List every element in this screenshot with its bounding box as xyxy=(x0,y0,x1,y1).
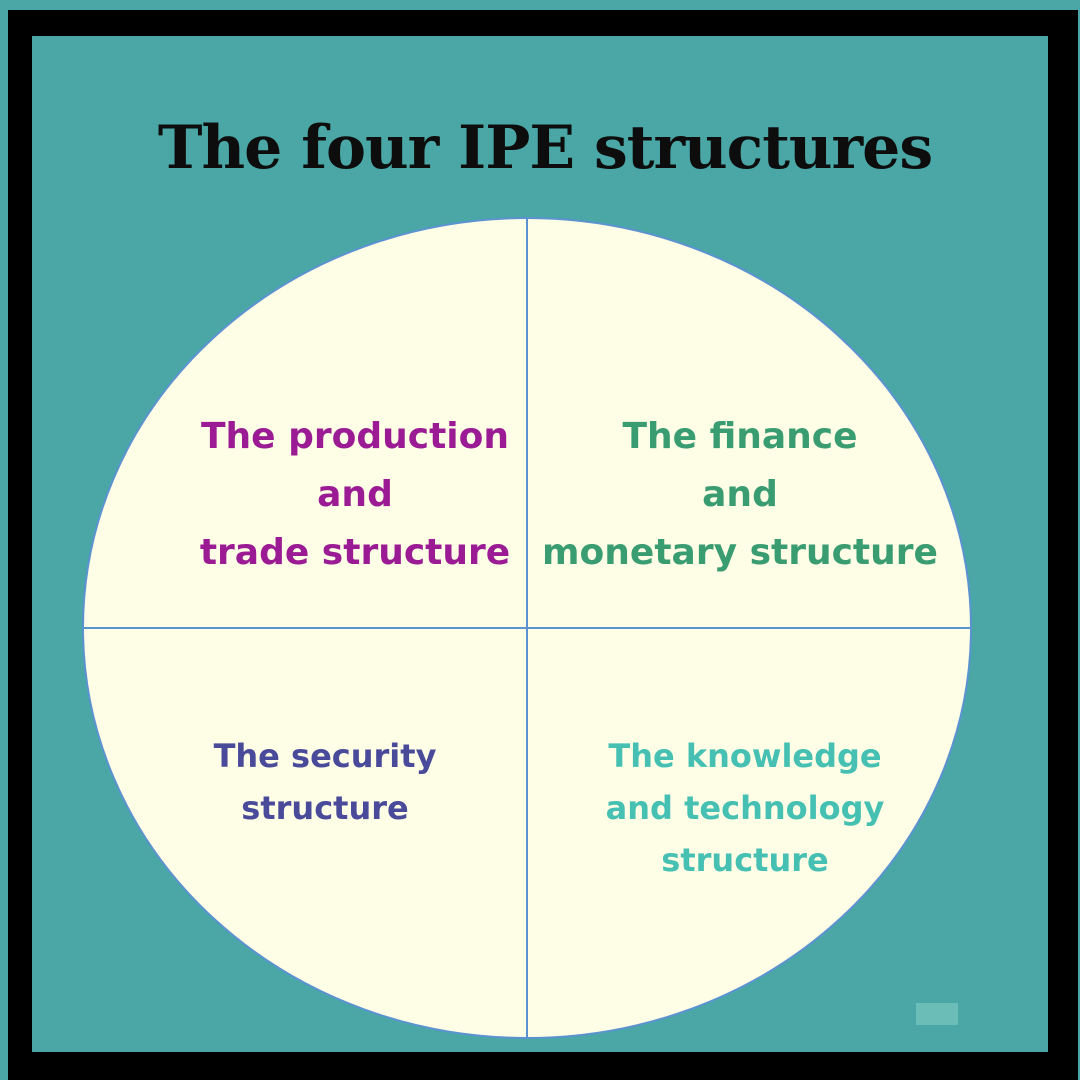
knowledge-technology-structure-label: The knowledge and technology structure xyxy=(605,737,885,879)
watermark-logo xyxy=(916,1003,958,1025)
diagram-title: The four IPE structures xyxy=(157,113,933,183)
security-structure-label: The security structure xyxy=(213,737,437,827)
production-trade-structure-label: The production and trade structure xyxy=(199,416,511,573)
finance-monetary-structure-label: The finance and monetary structure xyxy=(542,416,938,573)
